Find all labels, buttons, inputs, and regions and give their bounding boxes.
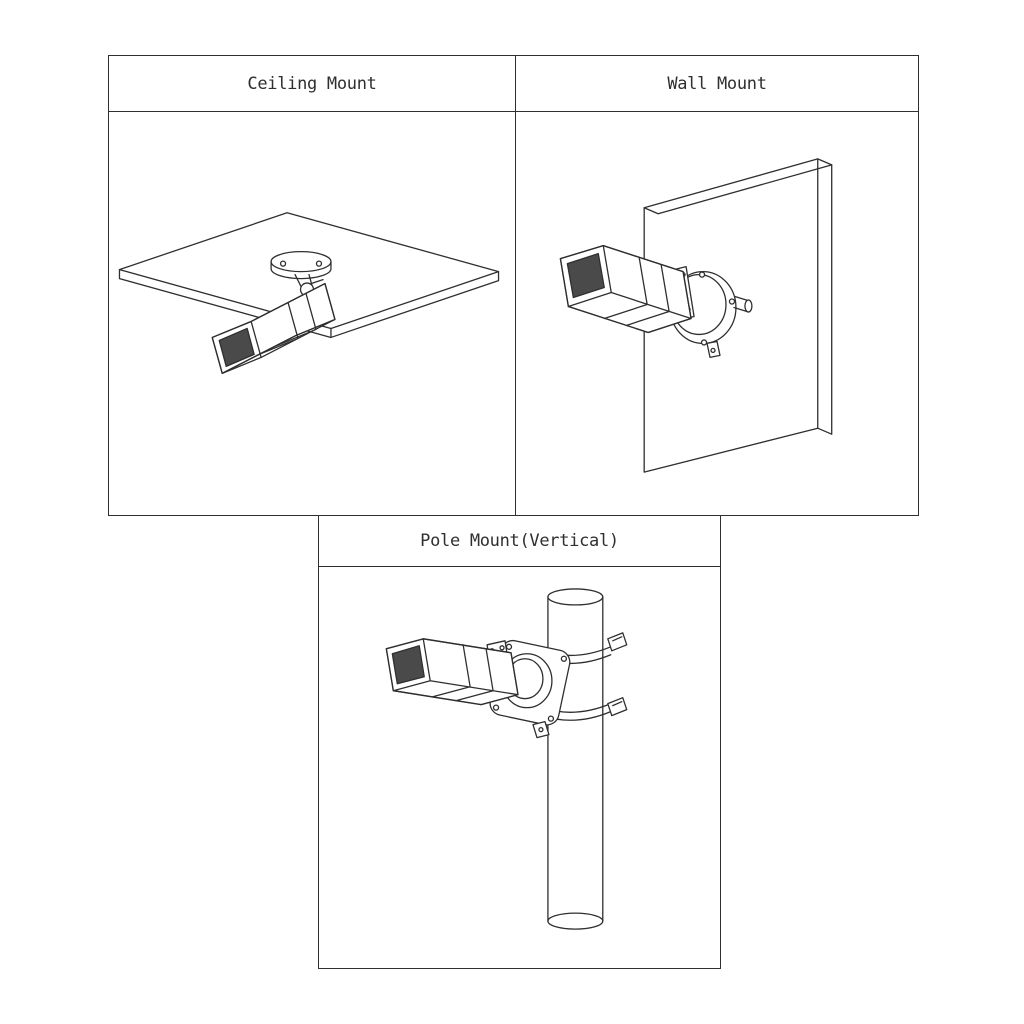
ceiling-mount-bracket bbox=[270, 251, 332, 297]
camera-lens bbox=[566, 253, 605, 299]
wall-slab bbox=[643, 158, 833, 473]
pole-cylinder bbox=[547, 588, 604, 930]
bullet-camera bbox=[559, 245, 692, 334]
ceiling-tile bbox=[118, 212, 500, 339]
panel-ceiling-mount: Ceiling Mount bbox=[108, 55, 516, 516]
bullet-camera bbox=[385, 638, 519, 706]
safety-tab bbox=[706, 340, 721, 359]
camera-lens bbox=[391, 645, 425, 685]
panel-title-wall: Wall Mount bbox=[516, 56, 918, 112]
pole-mount-drawing bbox=[385, 588, 628, 930]
ceiling-mount-drawing bbox=[118, 212, 500, 374]
panel-pole-mount: Pole Mount(Vertical) bbox=[318, 515, 721, 969]
panel-title-pole: Pole Mount(Vertical) bbox=[319, 516, 720, 567]
wall-mount-illustration bbox=[516, 112, 918, 515]
camera-lens bbox=[218, 327, 255, 368]
bullet-camera bbox=[211, 282, 336, 374]
pole-mount-illustration bbox=[319, 567, 720, 968]
panel-wall-mount: Wall Mount bbox=[515, 55, 919, 516]
wall-mount-drawing bbox=[559, 158, 833, 473]
ceiling-mount-illustration bbox=[109, 112, 515, 515]
safety-tab bbox=[532, 720, 550, 739]
panel-title-ceiling: Ceiling Mount bbox=[109, 56, 515, 112]
